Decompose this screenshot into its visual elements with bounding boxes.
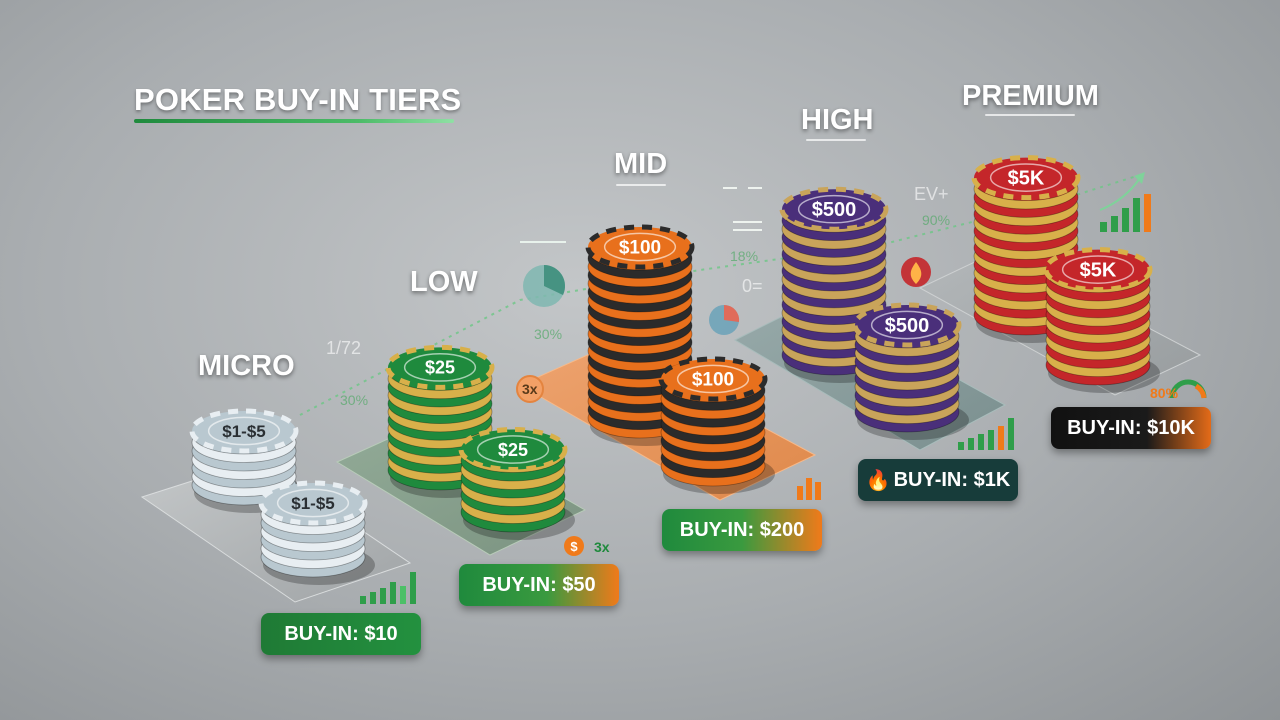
tier-label-high: HIGH — [801, 104, 874, 136]
chip-value-label: $25 — [498, 440, 528, 460]
flame-icon: 🔥 — [865, 469, 891, 492]
chip-value-label: $5K — [1080, 260, 1117, 282]
fraction-label: 1/72 — [326, 338, 362, 358]
buy-in-badge-premium: BUY-IN: $10K — [1051, 407, 1211, 449]
bar-chart-icon — [360, 572, 416, 604]
gauge-icon — [1169, 379, 1207, 399]
percent-label: 30% — [534, 326, 563, 342]
buy-in-text-premium: BUY-IN: $10K — [1067, 416, 1195, 439]
chip-stack-low: $25 — [458, 427, 575, 540]
percent-label: 80% — [1150, 385, 1179, 401]
flame-icon — [901, 257, 931, 287]
buy-in-badge-micro: BUY-IN: $10 — [261, 613, 421, 655]
buy-in-badge-mid: BUY-IN: $200 — [662, 509, 822, 551]
chip-value-label: $100 — [692, 370, 734, 391]
dollar-coin-icon: $ — [564, 536, 584, 556]
multiplier-marker — [516, 375, 544, 403]
equation-label: 0= — [742, 276, 763, 296]
multiplier-small-label: 3x — [594, 539, 610, 555]
svg-text:$: $ — [570, 539, 578, 554]
chip-value-label: $100 — [619, 238, 661, 259]
percent-label: 30% — [340, 392, 369, 408]
tier-underline-high — [806, 139, 866, 141]
percent-label: 90% — [922, 212, 951, 228]
chip-value-label: $1-$5 — [291, 494, 334, 513]
buy-in-badge-high: 🔥 BUY-IN: $1K — [858, 459, 1018, 501]
bar-chart-icon — [1100, 194, 1151, 232]
chip-stack-premium: $5K — [1043, 247, 1160, 393]
ev-label: EV+ — [914, 184, 949, 204]
tier-label-micro: MICRO — [198, 350, 295, 382]
chip-value-label: $25 — [425, 358, 455, 378]
tier-underline-premium — [985, 114, 1075, 116]
title-underline — [134, 119, 454, 123]
chip-stack-high: $500 — [852, 302, 969, 440]
page-title: POKER BUY-IN TIERS — [134, 82, 462, 117]
multiplier-label: 3x — [522, 381, 538, 397]
buy-in-text-mid: BUY-IN: $200 — [679, 518, 805, 541]
tier-label-mid: MID — [614, 148, 668, 180]
chip-value-label: $500 — [885, 315, 930, 337]
chip-stack-mid: $100 — [658, 356, 775, 494]
bar-chart-icon — [958, 418, 1014, 450]
chip-value-label: $1-$5 — [222, 422, 265, 441]
trend-arrow-icon — [1099, 172, 1145, 211]
chip-value-label: $500 — [812, 199, 857, 221]
chip-stack-high: $500 — [779, 186, 896, 383]
buy-in-text-low: BUY-IN: $50 — [482, 573, 596, 596]
pie-chart-icon — [709, 304, 740, 335]
bar-chart-icon — [797, 478, 821, 500]
chip-stack-micro: $1-$5 — [258, 480, 375, 585]
buy-in-badge-low: BUY-IN: $50 — [459, 564, 619, 606]
tier-underline-mid — [616, 184, 666, 186]
buy-in-text-high: BUY-IN: $1K — [893, 468, 1011, 491]
chip-value-label: $5K — [1008, 168, 1045, 190]
pie-chart-icon — [520, 241, 566, 307]
tier-label-low: LOW — [410, 266, 478, 298]
buy-in-text-micro: BUY-IN: $10 — [284, 622, 398, 645]
tier-label-premium: PREMIUM — [962, 80, 1099, 112]
percent-label: 18% — [730, 248, 759, 264]
divide-symbol-icon — [723, 187, 762, 231]
